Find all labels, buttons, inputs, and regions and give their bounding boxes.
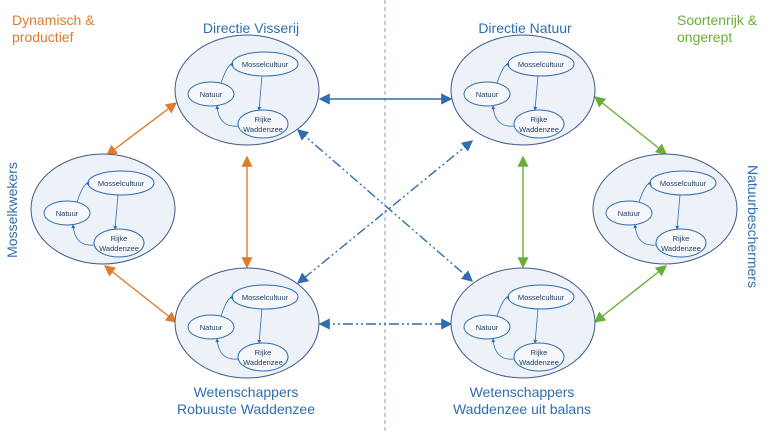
label-rijke: Rijke <box>255 348 272 357</box>
sub-node-natuur <box>187 314 235 340</box>
inner-arrow <box>71 224 95 246</box>
heading-wetenschappers-uit-balans: Wetenschappers Waddenzee uit balans <box>422 384 622 418</box>
inner-arrow <box>257 308 263 344</box>
label-natuur: Natuur <box>56 209 79 218</box>
corner-tl-line2: productief <box>12 29 74 45</box>
inner-arrow <box>638 181 652 203</box>
corner-tl-line1: Dynamisch & <box>12 12 95 28</box>
edge-visserij-mosselkwekers <box>105 102 178 156</box>
inner-arrow <box>215 105 239 127</box>
heading-wet-robuust-line2: Robuuste Waddenzee <box>176 401 316 417</box>
sub-node-rijke-waddenzee <box>513 342 565 372</box>
label-natuur: Natuur <box>476 90 499 99</box>
label-natuur: Natuur <box>618 209 641 218</box>
label-mosselcultuur: Mosselcultuur <box>518 60 565 69</box>
label-mosselcultuur: Mosselcultuur <box>660 179 707 188</box>
label-natuur: Natuur <box>200 90 223 99</box>
inner-arrow <box>675 194 681 230</box>
heading-visserij-text: Directie Visserij <box>202 20 300 36</box>
inner-arrow <box>76 181 90 203</box>
label-rijke: Rijke <box>111 234 128 243</box>
sub-node-rijke-waddenzee <box>655 228 707 258</box>
corner-label-soortenrijk: Soortenrijk & ongerept <box>677 12 757 46</box>
inner-arrow <box>220 295 234 317</box>
edge-mosselkwekers-wetrobuust <box>103 265 178 323</box>
label-mosselcultuur: Mosselcultuur <box>518 293 565 302</box>
heading-directie-natuur: Directie Natuur <box>425 20 625 37</box>
heading-wetenschappers-robuust: Wetenschappers Robuuste Waddenzee <box>146 384 346 418</box>
heading-directie-visserij: Directie Visserij <box>151 20 351 37</box>
corner-tr-line1: Soortenrijk & <box>677 12 758 28</box>
inner-arrow <box>113 194 119 230</box>
inner-arrow <box>215 338 239 360</box>
label-natuur: Natuur <box>200 323 223 332</box>
label-waddenzee: Waddenzee <box>519 125 559 134</box>
inner-arrow <box>491 105 515 127</box>
inner-arrow <box>491 338 515 360</box>
label-rijke: Rijke <box>255 115 272 124</box>
sub-node-rijke-waddenzee <box>513 109 565 139</box>
label-rijke: Rijke <box>673 234 690 243</box>
sub-node-natuur <box>43 200 91 226</box>
label-waddenzee: Waddenzee <box>661 244 701 253</box>
edge-natuur-natuurbeschermers <box>593 96 668 155</box>
sub-node-rijke-waddenzee <box>237 109 289 139</box>
side-label-mosselkwekers: Mosselkwekers <box>4 162 20 258</box>
label-natuur: Natuur <box>476 323 499 332</box>
heading-wet-balans-line1: Wetenschappers <box>469 384 575 400</box>
label-rijke: Rijke <box>531 348 548 357</box>
edge-natuur-wetrobuust <box>296 140 474 284</box>
inner-arrow <box>533 308 539 344</box>
label-waddenzee: Waddenzee <box>99 244 139 253</box>
heading-wet-balans-line2: Waddenzee uit balans <box>452 401 592 417</box>
sub-node-natuur <box>605 200 653 226</box>
corner-label-dynamisch: Dynamisch & productief <box>12 12 94 46</box>
label-rijke: Rijke <box>531 115 548 124</box>
label-mosselcultuur: Mosselcultuur <box>242 60 289 69</box>
label-waddenzee: Waddenzee <box>519 358 559 367</box>
edge-visserij-wetbalans <box>296 129 474 282</box>
inner-arrow <box>496 62 510 84</box>
label-mosselcultuur: Mosselcultuur <box>242 293 289 302</box>
sub-node-rijke-waddenzee <box>237 342 289 372</box>
inner-arrow <box>533 75 539 111</box>
sub-node-natuur <box>463 81 511 107</box>
corner-tr-line2: ongerept <box>677 29 733 45</box>
inner-arrow <box>633 224 657 246</box>
inner-arrow <box>220 62 234 84</box>
heading-natuur-text: Directie Natuur <box>478 20 572 36</box>
label-waddenzee: Waddenzee <box>243 125 283 134</box>
label-waddenzee: Waddenzee <box>243 358 283 367</box>
sub-node-natuur <box>187 81 235 107</box>
inner-arrow <box>257 75 263 111</box>
label-mosselcultuur: Mosselcultuur <box>98 179 145 188</box>
sub-node-rijke-waddenzee <box>93 228 145 258</box>
edge-natuurbeschermers-wetbalans <box>593 265 668 323</box>
heading-wet-robuust-line1: Wetenschappers <box>193 384 299 400</box>
side-label-natuurbeschermers: Natuurbeschermers <box>745 165 761 288</box>
sub-node-natuur <box>463 314 511 340</box>
inner-arrow <box>496 295 510 317</box>
